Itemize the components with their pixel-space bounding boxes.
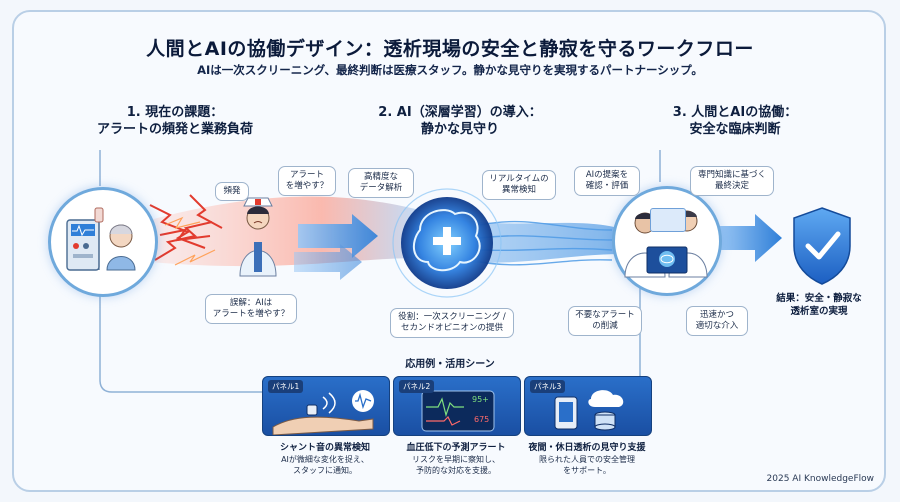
outcome-line2: 透析室の実現 — [790, 306, 848, 317]
bubble-rapid-line1: 迅速かつ — [699, 310, 734, 320]
bubble-expert-line1: 専門知識に基づく — [697, 170, 766, 180]
panel-3-tag: パネル3 — [530, 380, 566, 393]
bubble-reduce-line2: の削減 — [592, 321, 618, 331]
bubble-confirm-line1: AIの提案を — [585, 170, 629, 180]
page-title: 人間とAIの協働デザイン：透析現場の安全と静寂を守るワークフロー — [146, 38, 754, 60]
section-2-heading: 2. AI（深層学習）の導入： 静かな見守り — [365, 104, 555, 138]
brain-icon — [412, 209, 481, 272]
bubble-precision-line2: データ解析 — [359, 183, 403, 193]
panel-1-title: シャント音の異常検知 — [279, 443, 370, 453]
bubble-confirm-line2: 確認・評価 — [585, 181, 629, 191]
plus-horizontal — [433, 237, 461, 245]
doctors-scene-circle — [612, 186, 722, 296]
ai-flow-lines — [479, 220, 613, 266]
bubble-frequent: 頻発 — [215, 182, 249, 201]
panel-2-desc: リスクを早期に察知し、 予防的な対応を支援。 — [381, 454, 531, 476]
panel-2-desc-line1: リスクを早期に察知し、 — [412, 455, 500, 464]
applications-label: 応用例・活用シーン — [405, 359, 495, 370]
bubble-rapid-intervention: 迅速かつ 適切な介入 — [686, 306, 748, 336]
section-2-heading-line1: 2. AI（深層学習）の導入： — [378, 105, 542, 120]
panel-3-night: パネル3 — [524, 376, 652, 436]
shield-icon — [793, 207, 851, 285]
panel-3-title: 夜間・休日透析の見守り支援 — [528, 443, 646, 453]
bubble-realtime-line2: 異常検知 — [501, 185, 536, 195]
section-1-heading-line2: アラートの頻発と業務負荷 — [96, 122, 253, 137]
monitor-value-top: 95+ — [472, 395, 489, 404]
bubble-alert-increase: アラート を増やす？ — [278, 166, 336, 196]
stressed-nurse-icon — [239, 197, 277, 277]
connector-left — [99, 282, 262, 393]
panel-1-tag: パネル1 — [268, 380, 304, 393]
section-3-heading-line2: 安全な臨床判断 — [689, 122, 781, 137]
data-flow-band — [150, 196, 640, 267]
arm-sensor-icon — [272, 390, 374, 435]
panel-2-title: 血圧低下の予測アラート — [406, 443, 506, 453]
bubble-confirm-ai: AIの提案を 確認・評価 — [574, 166, 640, 196]
panel-1-desc-line1: AIが微細な変化を捉え、 — [281, 455, 369, 464]
bubble-misunderstanding-line2: アラートを増やす？ — [212, 309, 290, 319]
bubble-ai-role: 役割：一次スクリーニング / セカンドオピニオンの提供 — [390, 308, 514, 338]
bubble-precision-analysis: 高精度な データ解析 — [348, 168, 414, 198]
bubble-role-line2: セカンドオピニオンの提供 — [400, 323, 503, 333]
page-subtitle: AIは一次スクリーニング、最終判断は医療スタッフ。静かな見守りを実現するパートナ… — [197, 63, 703, 77]
bubble-role-line1: 役割：一次スクリーニング / — [398, 312, 506, 322]
dialysis-machine-icon — [66, 207, 136, 271]
monitor-value-bottom: 675 — [474, 415, 490, 424]
bp-monitor-icon — [421, 390, 495, 432]
bubble-reduce-alerts: 不要なアラート の削減 — [568, 306, 642, 336]
outcome-text: 結果：安全・静寂な 透析室の実現 — [764, 292, 874, 318]
bubble-realtime-detection: リアルタイムの 異常検知 — [482, 170, 556, 200]
panel-2-desc-line2: 予防的な対応を支援。 — [416, 466, 496, 475]
panel-2-tag: パネル2 — [399, 380, 435, 393]
section-1-heading: 1. 現在の課題： アラートの頻発と業務負荷 — [90, 104, 260, 138]
ai-suggestion-card — [650, 208, 686, 232]
bubble-misunderstanding: 誤解：AIは アラートを増やす？ — [205, 294, 297, 324]
section-1-heading-line1: 1. 現在の課題： — [126, 105, 224, 120]
doctors-icon — [624, 210, 708, 278]
section-3-heading: 3. 人間とAIの協働： 安全な臨床判断 — [655, 104, 815, 138]
bubble-realtime-line1: リアルタイムの — [489, 174, 549, 184]
panel-3-desc-line2: をサポート。 — [563, 466, 611, 475]
checkmark-icon — [805, 231, 841, 260]
cloud-database-icon — [554, 390, 624, 431]
bubble-precision-line1: 高精度な — [363, 172, 398, 182]
alert-lightning — [149, 194, 223, 261]
panel-2-bp: パネル2 95+ 675 — [393, 376, 521, 436]
bubble-reduce-line1: 不要なアラート — [575, 310, 635, 320]
panel-3-desc: 限られた人員での安全管理 をサポート。 — [512, 454, 662, 476]
bubble-alert-increase-line2: を増やす？ — [285, 181, 329, 191]
bubble-expert-line2: 最終決定 — [714, 181, 749, 191]
panel-1-shunt: パネル1 — [262, 376, 390, 436]
section-3-heading-line1: 3. 人間とAIの協働： — [672, 105, 798, 120]
bubble-alert-increase-line1: アラート — [289, 170, 324, 180]
bubble-expert-decision: 専門知識に基づく 最終決定 — [690, 166, 774, 196]
panel-1-desc-line2: スタッフに通知。 — [293, 466, 357, 475]
panel-1-desc: AIが微細な変化を捉え、 スタッフに通知。 — [250, 454, 400, 476]
bubble-misunderstanding-line1: 誤解：AIは — [229, 298, 273, 308]
dialysis-scene-circle — [48, 187, 158, 297]
bubble-rapid-line2: 適切な介入 — [695, 321, 739, 331]
arrow-to-outcome — [718, 214, 782, 262]
panel-3-desc-line1: 限られた人員での安全管理 — [539, 455, 635, 464]
section-2-heading-line2: 静かな見守り — [420, 122, 499, 137]
outcome-line1: 結果：安全・静寂な — [776, 293, 862, 304]
footer-credit: 2025 AI KnowledgeFlow — [766, 474, 874, 484]
arrows-stage1 — [294, 214, 378, 280]
